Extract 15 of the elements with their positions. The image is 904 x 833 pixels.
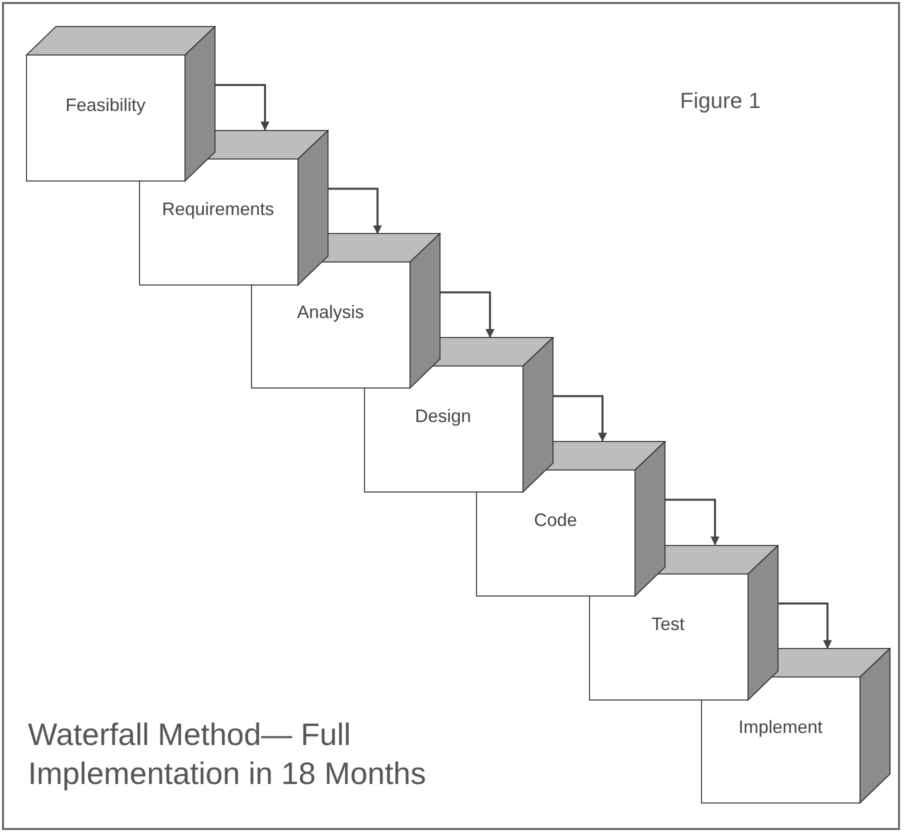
stage-label: Feasibility	[64, 95, 147, 116]
arrow	[328, 188, 382, 234]
arrow	[778, 602, 832, 650]
arrow	[440, 291, 494, 338]
stage-label: Code	[532, 510, 578, 531]
stage-label: Analysis	[296, 302, 366, 324]
stage-label: Test	[650, 614, 686, 634]
figure-label: Figure 1	[680, 88, 761, 114]
stage-label: Design	[414, 406, 472, 428]
arrow	[552, 395, 607, 442]
stage-label: Implement	[737, 717, 824, 738]
arrow	[665, 498, 720, 546]
stage-label: Requirements	[160, 198, 276, 220]
arrow	[215, 84, 270, 131]
diagram-title: Waterfall Method— Full Implementation in 18 Months	[28, 716, 428, 793]
